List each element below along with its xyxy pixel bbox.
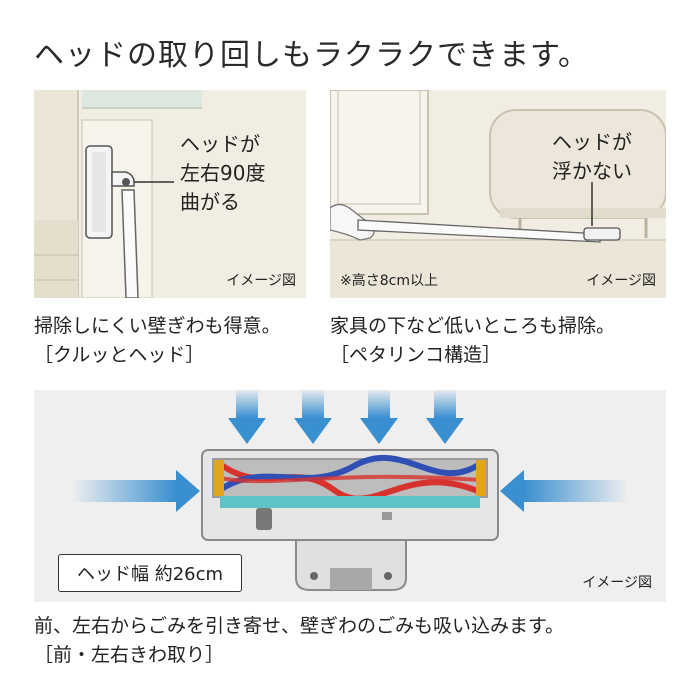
head-rotation-callout: ヘッドが 左右90度 曲がる [180,130,265,217]
caption-line: ［クルッとヘッド］ [34,344,205,367]
callout-line: 曲がる [180,190,240,214]
image-note: イメージ図 [586,273,656,289]
caption-under-furniture: 家具の下など低いところも掃除。 ［ペタリンコ構造］ [330,312,680,371]
caption-line: 掃除しにくい壁ぎわも得意。 [34,315,281,337]
head-width-label: ヘッド幅 約26cm [58,554,243,592]
callout-line: ヘッドが [180,132,260,156]
image-note: イメージ図 [226,273,296,289]
suction-arrow-top [294,390,332,444]
caption-front-side-edge: 前、左右からごみを引き寄せ、壁ぎわのごみも吸い込みます。 ［前・左右きわ取り］ [34,612,674,671]
caption-wall-edge: 掃除しにくい壁ぎわも得意。 ［クルッとヘッド］ [34,312,324,371]
callout-line: 浮かない [552,159,632,183]
caption-line: 家具の下など低いところも掃除。 [330,315,616,337]
page-title: ヘッドの取り回しもラクラクできます。 [34,38,589,73]
head-underside-illustration: ヘッド幅 約26cm イメージ図 [34,390,666,602]
caption-line: ［前・左右きわ取り］ [34,644,225,667]
suction-arrow-top [360,390,398,444]
callout-line: ヘッドが [552,130,632,154]
height-footnote: ※高さ8cm以上 [340,273,438,289]
suction-arrow-top [228,390,266,444]
image-note: イメージ図 [582,575,652,591]
suction-arrow-top [426,390,464,444]
caption-line: ［ペタリンコ構造］ [330,344,502,367]
under-furniture-illustration: ヘッドが 浮かない ※高さ8cm以上 イメージ図 [330,90,666,298]
head-flat-callout: ヘッドが 浮かない [552,128,632,186]
caption-line: 前、左右からごみを引き寄せ、壁ぎわのごみも吸い込みます。 [34,615,565,637]
head-underside-drawing [72,390,628,591]
wall-edge-illustration: ヘッドが 左右90度 曲がる イメージ図 [34,90,306,298]
callout-line: 左右90度 [180,161,266,185]
suction-arrow-left [72,470,200,512]
suction-arrow-right [500,470,628,512]
under-furniture-drawing [330,90,666,298]
wall-edge-drawing [34,90,306,298]
